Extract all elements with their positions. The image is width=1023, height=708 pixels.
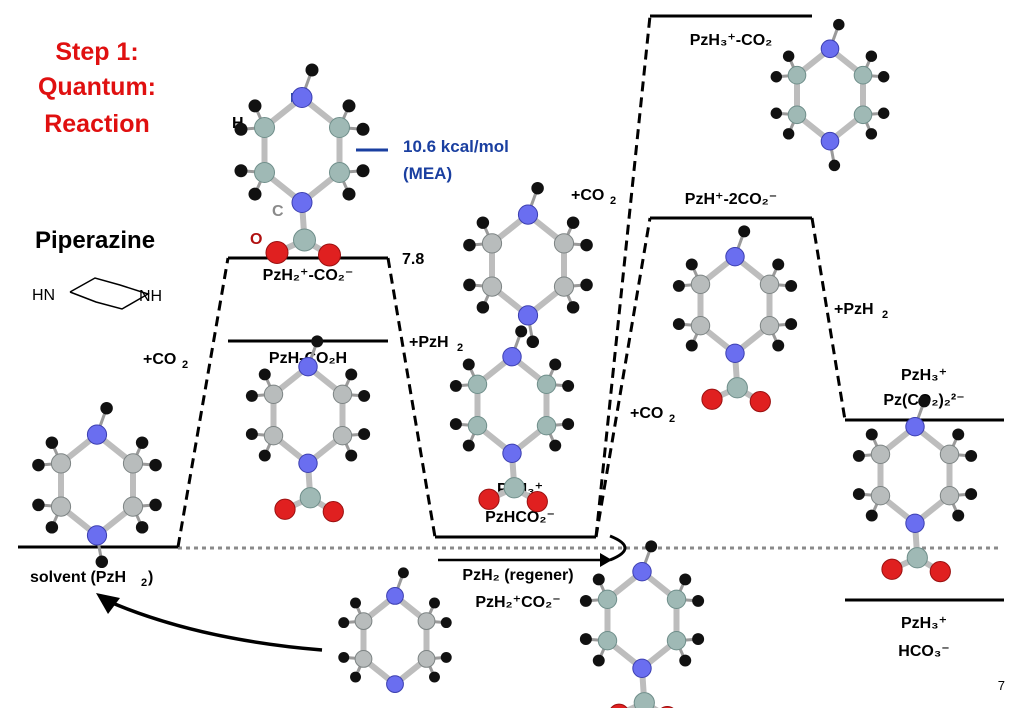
species-pzh3-line2: PzHCO₂⁻ xyxy=(485,509,555,526)
svg-text:+PzH: +PzH xyxy=(409,334,449,351)
piperazine-label: Piperazine xyxy=(35,227,155,254)
label-pzh2-2: +PzH 2 xyxy=(834,301,888,321)
loop-arrowhead xyxy=(600,553,612,567)
molecule-pzh2-co2-regener xyxy=(579,540,705,708)
nh-right-label: NH xyxy=(139,288,162,305)
atom-label-c: C xyxy=(272,203,284,220)
label-co2-1: +CO 2 xyxy=(143,351,188,371)
svg-text:+PzH: +PzH xyxy=(834,301,874,318)
molecule-pzhco2 xyxy=(449,325,575,513)
species-pzco2-line1: PzH₃⁺ xyxy=(901,367,947,384)
species-pzh2-co2: PzH₂⁺-CO₂⁻ xyxy=(263,267,354,284)
species-hco3-line1: PzH₃⁺ xyxy=(901,615,947,632)
svg-text:2: 2 xyxy=(182,359,188,371)
nh-left-label: HN xyxy=(32,287,55,304)
svg-text:2: 2 xyxy=(457,342,463,354)
svg-text:2: 2 xyxy=(882,309,888,321)
molecule-pzh-co2h xyxy=(245,335,371,523)
svg-text:+CO: +CO xyxy=(571,187,604,204)
molecule-pzh2-regener xyxy=(338,567,452,693)
molecule-solvent xyxy=(32,401,162,569)
species-pzh-2co2: PzH⁺-2CO₂⁻ xyxy=(685,191,777,208)
species-pzh3-co2: PzH₃⁺-CO₂ xyxy=(690,32,773,49)
regeneration-arrowhead xyxy=(96,593,120,614)
svg-text:2: 2 xyxy=(610,195,616,207)
svg-text:solvent (PzH: solvent (PzH xyxy=(30,569,126,586)
title-line-2: Quantum: xyxy=(38,73,156,101)
solvent-label: solvent (PzH 2 ) xyxy=(30,569,153,589)
molecule-pzh2-co2 xyxy=(234,63,370,267)
species-regener-line2: PzH₂⁺CO₂⁻ xyxy=(475,594,560,611)
label-co2-3: +CO 2 xyxy=(630,405,675,425)
mea-line-2: (MEA) xyxy=(403,164,452,183)
svg-text:2: 2 xyxy=(669,413,675,425)
molecule-pzh3-co2 xyxy=(770,18,890,172)
svg-text:2: 2 xyxy=(141,577,147,589)
piperazine-skeletal-structure: HN NH xyxy=(32,277,162,310)
svg-text:+CO: +CO xyxy=(143,351,176,368)
loop-arrow xyxy=(609,534,627,562)
species-hco3-line2: HCO₃⁻ xyxy=(898,643,949,660)
title-line-3: Reaction xyxy=(44,110,150,138)
regeneration-arrow xyxy=(109,600,323,652)
molecule-pzh-2co2 xyxy=(672,225,798,413)
label-pzh2-1: +PzH 2 xyxy=(409,334,463,354)
atom-label-o: O xyxy=(250,231,262,248)
connector-to-pzco2 xyxy=(810,217,847,421)
atom-label-h: H xyxy=(232,115,244,132)
svg-text:): ) xyxy=(148,569,153,586)
molecule-pzco2 xyxy=(852,395,978,583)
svg-text:+CO: +CO xyxy=(630,405,663,422)
connector-to-pzh3co2 xyxy=(594,15,652,538)
connector-pzh2co2-to-pzh3 xyxy=(386,257,437,538)
molecule-pzh3 xyxy=(463,181,593,349)
title-line-1: Step 1: xyxy=(55,38,138,66)
molecule-models xyxy=(32,18,978,708)
connector-solvent-to-pzh2co2 xyxy=(176,257,230,548)
mea-line-1: 10.6 kcal/mol xyxy=(403,137,509,156)
page-number: 7 xyxy=(998,678,1005,693)
connector-to-pzh2co2 xyxy=(594,217,652,538)
label-co2-2: +CO 2 xyxy=(571,187,616,207)
species-regener-line1: PzH₂ (regener) xyxy=(462,567,573,584)
level-value: 7.8 xyxy=(402,251,424,268)
